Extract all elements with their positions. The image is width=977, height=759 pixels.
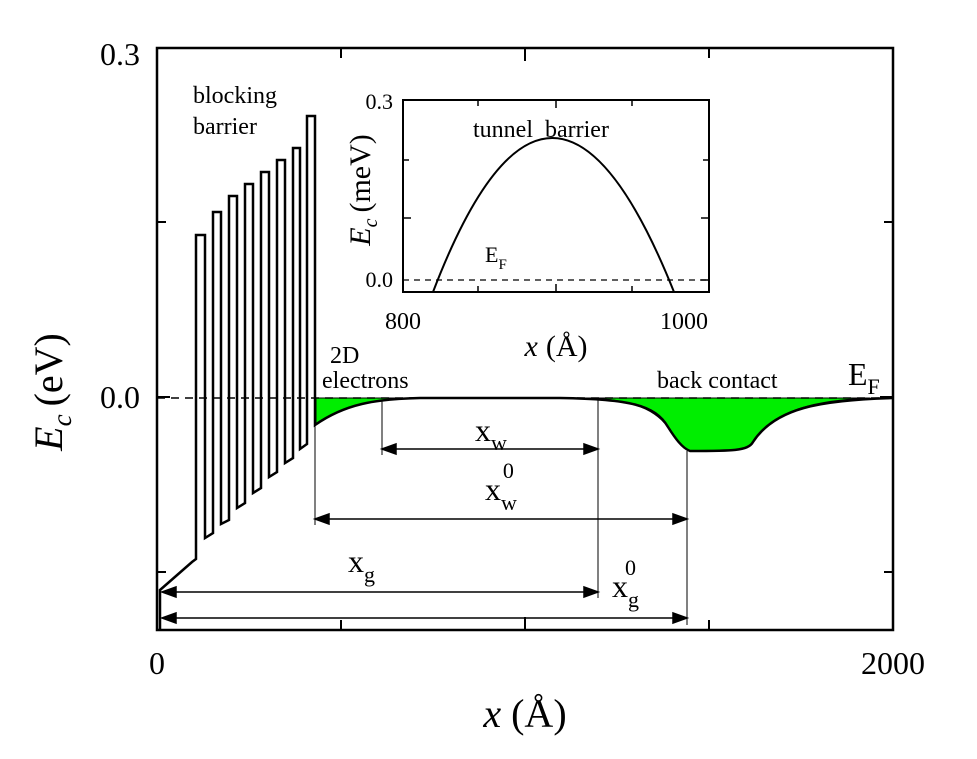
x-axis-label: x(Å) bbox=[482, 691, 566, 736]
blocking-barrier-label-line1: blocking bbox=[193, 83, 277, 109]
inset-x-axis-label: x(Å) bbox=[524, 330, 588, 363]
inset-y-tick-0-3: 0.3 bbox=[366, 89, 394, 114]
back-contact-label: back contact bbox=[657, 368, 778, 394]
reference-lines bbox=[314, 398, 688, 625]
back-contact-fill bbox=[584, 397, 871, 452]
inset-tunnel-barrier-curve bbox=[432, 137, 675, 293]
inset-y-tick-0-0: 0.0 bbox=[366, 267, 394, 292]
xw0-label: xw0 bbox=[485, 458, 517, 515]
xg-label: xg bbox=[348, 543, 375, 587]
inset-y-axis-label: Ec(meV) bbox=[344, 134, 382, 247]
blocking-barrier-label-line2: barrier bbox=[193, 114, 257, 140]
y-tick-0-3: 0.3 bbox=[100, 36, 140, 72]
2d-electrons-label-line2: electrons bbox=[322, 368, 409, 394]
svg-text:Ec(meV): Ec(meV) bbox=[344, 134, 382, 247]
inset-title: tunnel barrier bbox=[473, 117, 609, 143]
x-tick-0: 0 bbox=[149, 645, 165, 681]
fermi-label-main: EF bbox=[848, 356, 880, 399]
svg-text:Ec(eV): Ec(eV) bbox=[26, 333, 77, 452]
x-tick-2000: 2000 bbox=[861, 645, 925, 681]
inset-frame bbox=[402, 99, 710, 293]
2d-electrons-label-line1: 2D bbox=[330, 343, 359, 369]
inset-x-tick-800: 800 bbox=[385, 309, 421, 335]
xg0-label: xg0 bbox=[612, 555, 639, 612]
inset-fermi-label: EF bbox=[485, 242, 507, 273]
dimension-arrows bbox=[159, 442, 690, 625]
xw-label: xw bbox=[475, 412, 507, 455]
conduction-band-curve bbox=[158, 114, 894, 630]
y-axis-label: Ec(eV) bbox=[26, 333, 77, 452]
y-tick-0-0: 0.0 bbox=[100, 379, 140, 415]
inset-x-tick-1000: 1000 bbox=[660, 309, 708, 335]
